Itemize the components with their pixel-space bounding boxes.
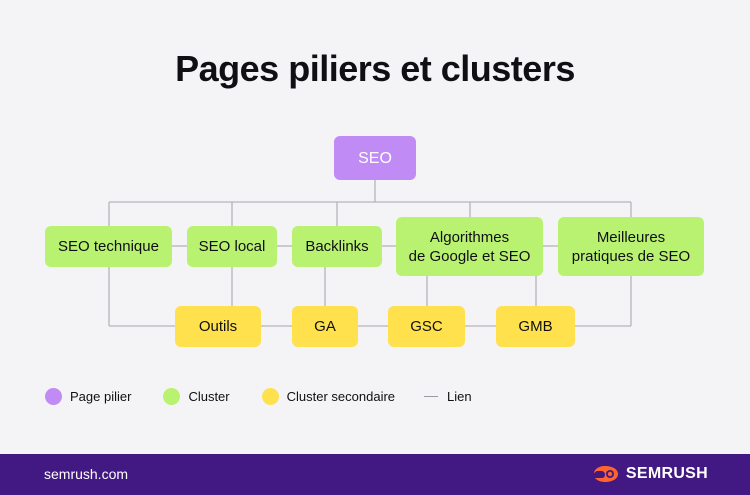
page-title: Pages piliers et clusters (175, 48, 575, 89)
footer-bar: semrush.com SEMRUSH (0, 454, 750, 495)
secondary-node-ga: GA (292, 306, 358, 347)
brand-logo[interactable]: SEMRUSH (592, 465, 708, 483)
cluster-label: Backlinks (305, 238, 369, 255)
legend-item-cluster: Cluster (163, 388, 230, 405)
secondary-node-gmb: GMB (496, 306, 575, 347)
pillar-node: SEO (334, 136, 416, 180)
footer-url-link[interactable]: semrush.com (44, 466, 129, 482)
secondary-dot-icon (261, 388, 279, 405)
cluster-label: Algorithmes de Google et SEO (408, 228, 531, 265)
secondary-label: Outils (198, 318, 238, 335)
cluster-node-seo-technique: SEO technique (45, 226, 172, 267)
secondary-node-gsc: GSC (388, 306, 465, 347)
brand-name: SEMRUSH (625, 465, 708, 482)
cluster-dot-icon (163, 388, 181, 405)
semrush-flame-icon (593, 466, 618, 482)
secondary-label: GSC (410, 318, 443, 335)
legend-label: Cluster secondaire (286, 389, 396, 404)
secondary-label: GMB (518, 318, 553, 335)
legend-item-link: Lien (424, 389, 472, 404)
secondary-node-outils: Outils (175, 306, 261, 347)
cluster-node-seo-local: SEO local (187, 226, 277, 267)
cluster-label: SEO technique (58, 238, 159, 255)
legend-label: Lien (447, 389, 472, 404)
line-icon (424, 396, 439, 397)
cluster-node-backlinks: Backlinks (292, 226, 382, 267)
legend-item-pillar: Page pilier (45, 388, 131, 405)
legend-label: Cluster (188, 389, 230, 404)
legend-label: Page pilier (70, 389, 132, 404)
secondary-label: GA (314, 318, 336, 335)
pillar-dot-icon (45, 388, 62, 405)
cluster-node-meilleures-pratiques: Meilleures pratiques de SEO (558, 217, 704, 276)
legend-item-secondary: Cluster secondaire (261, 388, 396, 405)
cluster-label: SEO local (198, 238, 266, 255)
cluster-node-algorithmes: Algorithmes de Google et SEO (396, 217, 543, 276)
legend: Page pilier Cluster Cluster secondaire L… (45, 388, 472, 405)
cluster-label: Meilleures pratiques de SEO (571, 228, 691, 265)
pillar-label: SEO (358, 149, 392, 167)
